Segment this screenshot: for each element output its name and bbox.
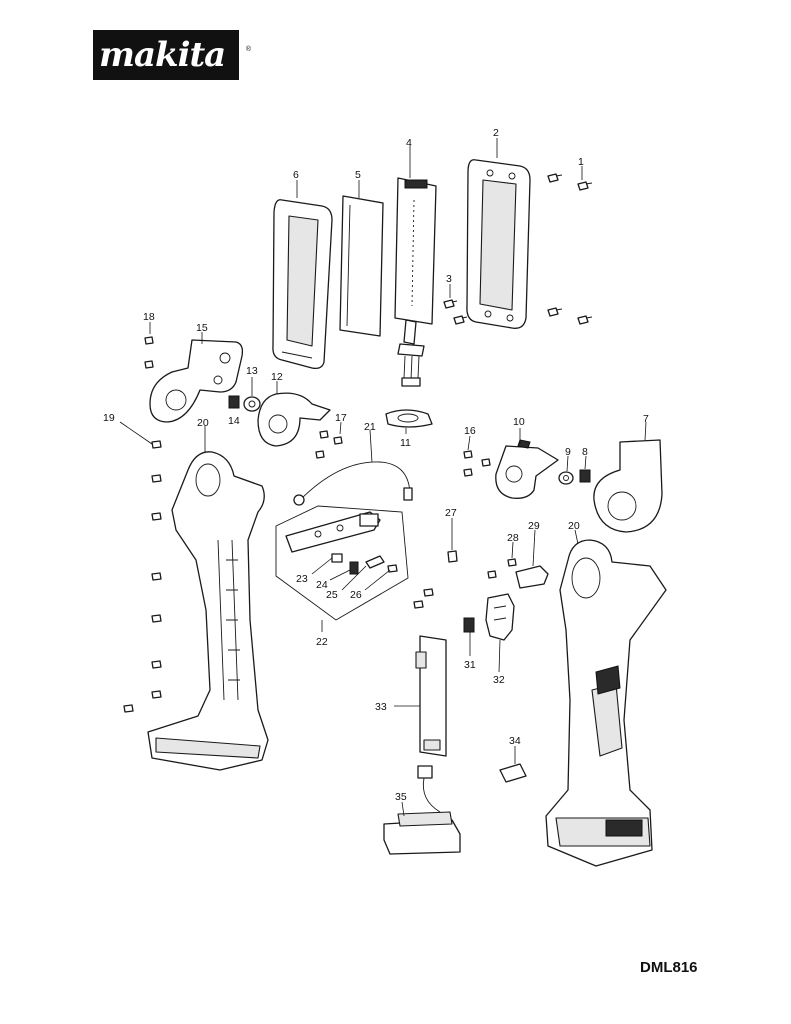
part-3-screws	[443, 299, 468, 325]
label-21: 21	[364, 421, 376, 433]
part-29-switch-knob	[515, 565, 549, 589]
label-33: 33	[375, 701, 387, 713]
logo-text: makita	[99, 35, 226, 75]
label-14: 14	[228, 415, 240, 427]
label-5: 5	[355, 169, 361, 181]
label-3: 3	[446, 273, 452, 285]
label-16: 16	[464, 425, 476, 437]
label-34: 34	[509, 735, 521, 747]
part-20-right-housing	[545, 539, 667, 867]
part-6-lens-frame	[272, 199, 333, 370]
part-5-lens	[339, 195, 384, 337]
label-35: 35	[395, 791, 407, 803]
label-22: 22	[316, 636, 328, 648]
part-9-bushing	[558, 471, 574, 485]
model-number: DML816	[640, 959, 698, 976]
part-11-plate	[385, 409, 433, 428]
label-28: 28	[507, 532, 519, 544]
label-10: 10	[513, 416, 525, 428]
part-1-screws	[547, 173, 593, 325]
label-20-right: 20	[568, 520, 580, 532]
part-17-screws	[315, 430, 343, 459]
label-8: 8	[582, 446, 588, 458]
part-28-screws	[487, 558, 517, 579]
label-6: 6	[293, 169, 299, 181]
label-32: 32	[493, 674, 505, 686]
label-7: 7	[643, 413, 649, 425]
label-13: 13	[246, 365, 258, 377]
part-31-spring	[463, 617, 475, 633]
part-35-terminal	[383, 765, 461, 855]
part-10-hinge-cover	[495, 439, 559, 499]
label-12: 12	[271, 371, 283, 383]
label-2: 2	[493, 127, 499, 139]
registered-mark: ®	[245, 46, 251, 53]
part-7-hinge-cap	[593, 439, 663, 533]
label-17: 17	[335, 412, 347, 424]
part-2-rear-housing	[466, 159, 531, 329]
part-27-screw	[447, 550, 458, 563]
part-12-hinge-gear	[257, 392, 331, 447]
part-20-left-housing	[147, 451, 269, 771]
screw-pair	[413, 588, 434, 609]
part-22-switch-assembly	[275, 505, 409, 621]
label-9: 9	[565, 446, 571, 458]
part-32-switch-lever	[485, 593, 515, 641]
label-1: 1	[578, 156, 584, 168]
part-14-spring	[228, 395, 240, 409]
part-16-screws	[463, 450, 491, 477]
label-31: 31	[464, 659, 476, 671]
label-23: 23	[296, 573, 308, 585]
part-33-controller-board	[415, 635, 447, 757]
label-4: 4	[406, 137, 412, 149]
part-19-screws	[123, 440, 162, 713]
label-24: 24	[316, 579, 328, 591]
label-25: 25	[326, 589, 338, 601]
label-15: 15	[196, 322, 208, 334]
label-20-left: 20	[197, 417, 209, 429]
logo-background: makita	[93, 30, 239, 80]
part-labels: 1 2 3 4 5 6 7 8 9 10 11 12 13 14 15 16 1…	[103, 127, 649, 803]
part-4-led-board	[394, 177, 437, 387]
part-18-screws	[144, 336, 154, 369]
label-19: 19	[103, 412, 115, 424]
part-34-clip	[499, 763, 527, 783]
makita-logo: makita ®	[93, 30, 251, 80]
label-18: 18	[143, 311, 155, 323]
label-29: 29	[528, 520, 540, 532]
part-13-bushing	[243, 396, 261, 412]
part-15-hinge-cover	[149, 339, 244, 423]
part-21-cable	[293, 461, 413, 506]
label-27: 27	[445, 507, 457, 519]
part-8-spring	[579, 469, 591, 483]
label-11: 11	[400, 437, 411, 449]
label-26: 26	[350, 589, 362, 601]
